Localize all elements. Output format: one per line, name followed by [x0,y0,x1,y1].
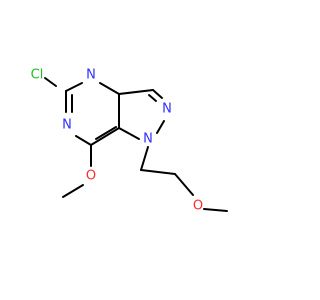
molecule-structure-diagram: Cl N N N N O O [31,68,228,214]
bond-cl-c5 [44,77,57,87]
atom-n-pyrimidine-top: N [86,68,96,83]
bond-ch2-o [174,173,194,196]
bond-c3a-c3 [118,89,154,95]
bond-c3-n2-inner [148,94,157,102]
bond-n4-c3a [99,82,120,95]
atom-chlorine: Cl [31,68,44,83]
bond-n6-c7 [75,135,92,146]
bond-n2-n1 [156,120,165,134]
bond-c3-n2 [152,89,163,99]
bond-o-ch3-ether [203,208,228,212]
bonds [44,77,228,212]
bond-n1-ch2 [140,146,149,171]
atom-n-pyrazole-1: N [143,132,153,147]
atom-o-ether: O [193,199,203,214]
bond-o-ch3 [62,184,84,198]
atom-n-pyrimidine-bottom: N [62,118,72,133]
atom-o-methoxy: O [86,169,96,184]
bond-n1-c7a [118,127,140,140]
bond-c7-c7a-inner [95,126,117,140]
bond-c5-n4 [65,82,83,92]
bond-ch2-ch2 [140,169,176,175]
atom-labels: Cl N N N N O O [31,68,203,214]
atom-n-pyrazole-2: N [162,102,172,117]
bond-c7-c7a [90,127,120,146]
